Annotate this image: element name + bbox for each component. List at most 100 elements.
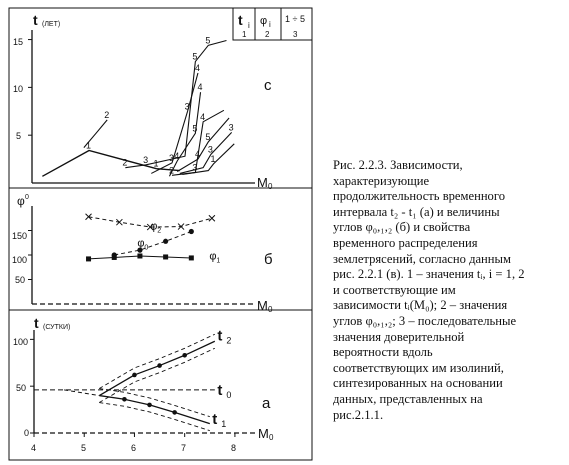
data-point-square [86, 256, 92, 262]
data-point-dot [163, 238, 169, 244]
series-line-8 [179, 131, 233, 174]
series-label-t1: t [212, 411, 217, 428]
series-line-3 [125, 39, 227, 169]
caption-line: землетрясений, согласно данным [333, 251, 511, 266]
series-line-4 [151, 72, 199, 174]
panel-a-xtick-6: 6 [131, 443, 136, 453]
panel-b-label: б [264, 251, 273, 268]
caption-line: интервала t₂ - t₁ (а) и величины [333, 204, 500, 219]
data-point-dot [182, 352, 187, 358]
data-point-dot [137, 247, 143, 253]
panel-b-tick-marks [28, 230, 32, 280]
convergence-line [64, 389, 100, 397]
isoline-number-label: 3 [208, 144, 213, 154]
data-point-square [111, 254, 117, 260]
panel-c-ytick-5: 5 [16, 131, 21, 141]
panel-c-legend: t i φ i 1 ÷ 5 1 2 3 [232, 7, 313, 41]
caption-line: и соответствующие им [333, 282, 456, 297]
figure-caption: Рис. 2.2.3. Зависимости, характеризующие… [333, 158, 549, 423]
panel-b-ytick-150: 150 [12, 231, 27, 241]
panel-c-xlabel-sub: 0 [268, 182, 273, 191]
panel-a-xlabel: M [258, 426, 269, 441]
isoline-number-label: 2 [169, 165, 174, 175]
isoline-number-label: 4 [174, 151, 179, 161]
caption-line: зависимости tᵢ(M₀); 2 – значения [333, 298, 508, 313]
isoline-number-label: 5 [205, 35, 210, 45]
isoline-number-label: 3 [229, 122, 234, 132]
panel-a-xtick-5: 5 [81, 443, 86, 453]
panel-a-ylabel-sub: (СУТКИ) [43, 324, 70, 331]
caption-line: значения доверительной [333, 329, 465, 344]
caption-line: синтезированных на основании [333, 376, 503, 391]
panel-b-frame [8, 187, 313, 311]
data-point-square [188, 255, 194, 261]
isoline-number-label: 3 [143, 155, 148, 165]
isoline-number-label: 1 [211, 154, 216, 164]
series-label-sub: 0 [144, 245, 148, 252]
isoline-number-label: 5 [192, 123, 197, 133]
data-point-dot [157, 363, 162, 368]
caption-line: данных, представленных на [333, 391, 483, 406]
legend-symbol-phi-sub: i [269, 20, 271, 29]
panel-c-ytick-15: 15 [13, 37, 23, 47]
isoline-number-label: 4 [195, 149, 200, 159]
isoline-number-label: 2 [104, 110, 109, 120]
caption-line: временного распределения [333, 235, 478, 250]
series-label-sub: 0 [226, 390, 231, 400]
panel-b-ytick-50: 50 [15, 275, 25, 285]
isoline-number-label: 5 [192, 52, 197, 62]
panel-c-ytick-10: 10 [13, 84, 23, 94]
data-point-x [116, 218, 123, 226]
series-line-9 [182, 143, 235, 175]
series-line-2 [83, 119, 108, 148]
series-line-7 [176, 117, 230, 172]
isoline-number-label: 3 [185, 101, 190, 111]
series-label-sub: 1 [221, 419, 226, 429]
data-point-dot [132, 372, 137, 378]
data-point-square [137, 253, 143, 259]
panel-b-xlabel: M [257, 298, 268, 313]
panel-a-tick-marks [30, 338, 236, 437]
isoline-number-label: 1 [86, 140, 91, 150]
panel-c-xlabel: M [257, 175, 268, 190]
panel-a-ytick-50: 50 [16, 383, 26, 393]
series-label-t0: t [217, 382, 222, 399]
legend-number-3: 3 [293, 30, 298, 39]
panel-b-ytick-100: 100 [12, 255, 27, 265]
panel-c-ylabel: t [33, 12, 38, 28]
panel-a-xlabel-sub: 0 [269, 433, 274, 442]
data-point-x [85, 213, 92, 221]
panel-b-ylabel: φ [17, 194, 25, 208]
isoline-number-label: 3 [169, 153, 174, 163]
panel-b-ylabel-sup: 0 [25, 194, 29, 201]
data-point-dot [147, 402, 152, 408]
panel-c-tick-marks [28, 39, 32, 136]
panel-c-ylabel-sub: (ЛЕТ) [42, 21, 60, 28]
legend-number-2: 2 [265, 30, 270, 39]
panel-a-xtick-8: 8 [231, 443, 236, 453]
series-label-phi-2: φ [150, 221, 157, 233]
isoline-number-label: 3 [192, 162, 197, 172]
series-label-t2: t [217, 328, 222, 345]
series-line-5 [168, 92, 202, 177]
legend-symbol-t-sub: i [248, 21, 250, 30]
series-line-phi-0 [114, 231, 192, 256]
panel-a-xtick-7: 7 [181, 443, 186, 453]
panel-a-ytick-0: 0 [24, 428, 29, 438]
confidence-bound [99, 388, 210, 418]
isoline-number-label: 4 [200, 112, 205, 122]
caption-line: углов φ₀,₁,₂; 3 – последовательные [333, 313, 517, 328]
caption-line: рис. 2.2.1 (в). 1 – значения tᵢ, i = 1, … [333, 267, 525, 282]
series-line-t2 [98, 340, 216, 397]
confidence-bound [99, 402, 210, 432]
caption-line: соответствующих им изолиний, [333, 360, 504, 375]
data-point-square [163, 254, 169, 260]
panel-c: t i φ i 1 ÷ 5 1 2 3 t (ЛЕТ) M 0 с 5 10 1… [8, 7, 313, 191]
panel-a-xtick-4: 4 [31, 443, 36, 453]
panel-a-frame [8, 309, 313, 461]
caption-line: рис.2.1.1. [333, 407, 384, 422]
isoline-number-label: 5 [205, 132, 210, 142]
